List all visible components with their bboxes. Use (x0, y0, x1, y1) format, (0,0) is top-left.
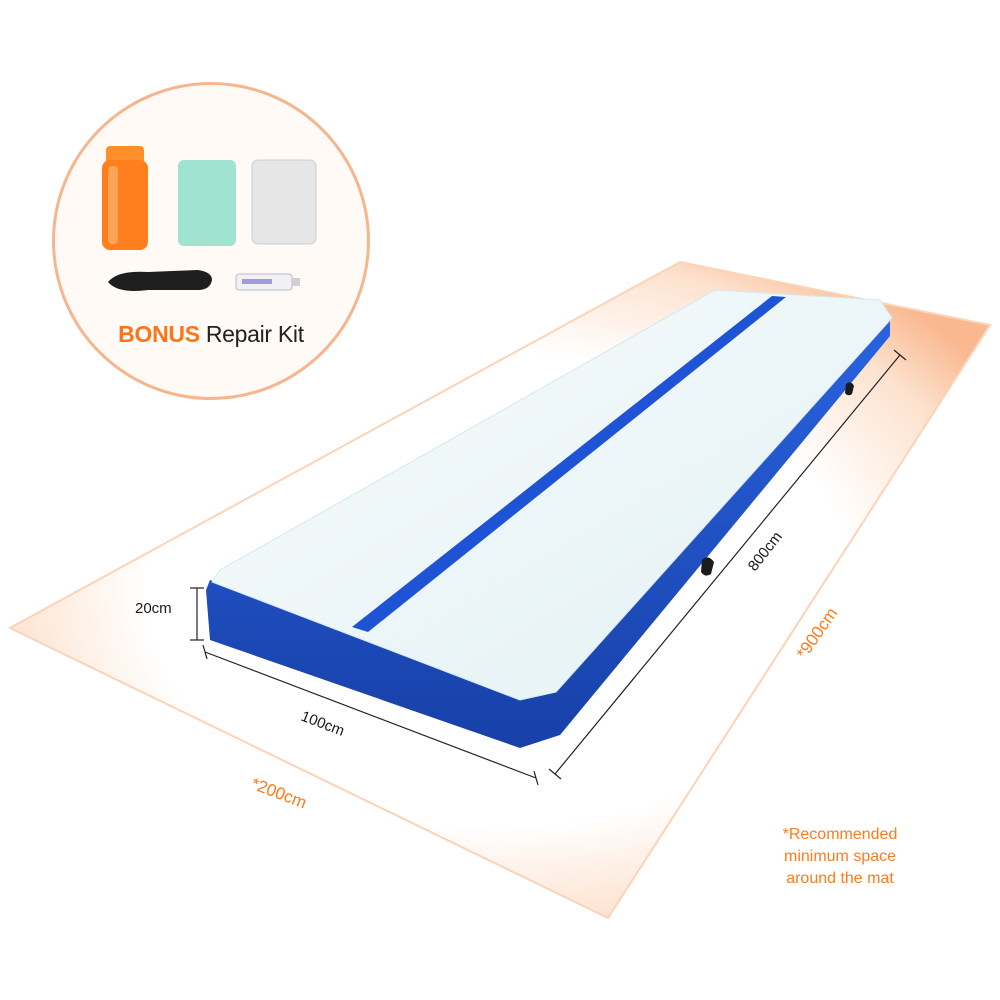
note-line-1: *Recommended (782, 826, 898, 843)
repair-kit-badge: BONUS Repair Kit (52, 82, 370, 400)
clear-patch-icon (251, 159, 317, 245)
mint-patch-icon (178, 160, 236, 246)
mat-handle (845, 382, 854, 396)
repair-kit-title-rest: Repair Kit (199, 321, 304, 347)
repair-kit-items (102, 146, 317, 291)
note-line-2: minimum space (783, 848, 897, 865)
pump-cylinder-icon (102, 146, 148, 250)
black-tool-icon (108, 270, 212, 291)
mat-handle (701, 557, 714, 576)
mat-top (211, 289, 893, 701)
height-label: 20cm (135, 600, 172, 617)
repair-kit-title: BONUS Repair Kit (55, 321, 367, 348)
bonus-word: BONUS (118, 321, 200, 347)
note-line-3: around the mat (786, 870, 894, 887)
mat-stripe (352, 296, 786, 632)
dimension-lines (190, 349, 907, 786)
glue-tube-icon (235, 273, 300, 291)
space-recommendation-note: *Recommended minimum space around the ma… (742, 824, 938, 890)
space-width-label: *200cm (249, 774, 310, 812)
